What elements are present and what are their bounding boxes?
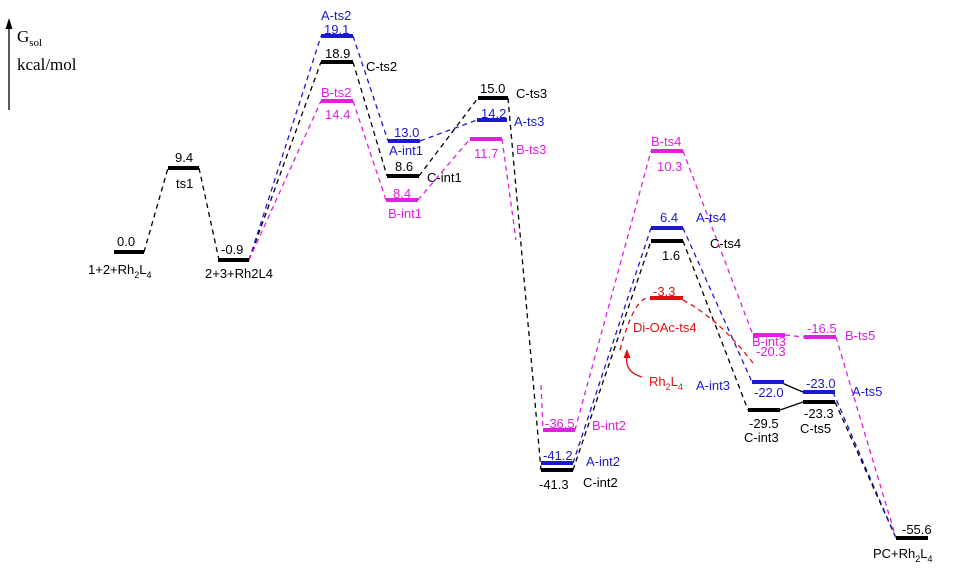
species-label-12: B-ts3: [516, 142, 546, 157]
level-value-3: -0.9: [221, 242, 243, 257]
level-value-20: -20.3: [756, 344, 786, 359]
level-value-15: -41.3: [539, 477, 569, 492]
species-label-25: A-ts5: [852, 384, 882, 399]
level-value-5: 18.9: [325, 46, 350, 61]
level-value-17: 6.4: [660, 210, 678, 225]
species-label-22: A-int3: [696, 378, 730, 393]
blue-connectors: [248, 35, 897, 539]
level-value-19: -3.3: [653, 284, 675, 299]
energy-levels: [114, 34, 928, 540]
species-label-9: B-int1: [388, 206, 422, 221]
species-label-11: A-ts3: [514, 114, 544, 129]
species-label-17: A-ts4: [696, 210, 726, 225]
species-labels: 1+2+Rh2L4 ts1 2+3+Rh2L4 A-ts2 C-ts2 B-ts…: [88, 8, 933, 564]
level-value-6: 14.4: [325, 107, 350, 122]
y-axis: [5, 18, 13, 110]
level-value-11: 14.2: [481, 106, 506, 121]
species-label-26: C-ts5: [800, 421, 831, 436]
species-label-8: C-int1: [427, 170, 462, 185]
y-axis-arrowhead: [5, 18, 13, 29]
species-label-16: B-ts4: [651, 134, 681, 149]
species-label-18: C-ts4: [710, 236, 741, 251]
level-value-4: 19.1: [324, 22, 349, 37]
level-value-8: 8.6: [395, 159, 413, 174]
species-label-6: B-ts2: [321, 85, 351, 100]
level-value-14: -41.2: [543, 448, 573, 463]
species-label-23: C-int3: [744, 430, 779, 445]
level-value-21: -22.0: [754, 385, 784, 400]
species-label-10: C-ts3: [516, 86, 547, 101]
level-value-26: -55.6: [902, 522, 932, 537]
species-label-24: B-ts5: [845, 328, 875, 343]
level-value-9: 8.4: [393, 186, 411, 201]
species-label-2: ts1: [176, 176, 193, 191]
level-value-2: 9.4: [175, 150, 193, 165]
black-connectors: [143, 61, 897, 539]
level-value-24: -23.0: [806, 376, 836, 391]
level-value-13: -36.5: [545, 416, 575, 431]
species-label-3: 2+3+Rh2L4: [205, 266, 273, 281]
connectors: [143, 35, 897, 539]
species-label-27: PC+Rh2L4: [873, 546, 933, 564]
y-axis-unit: kcal/mol: [17, 55, 77, 74]
species-label-14: A-int2: [586, 454, 620, 469]
level-value-18: 1.6: [662, 248, 680, 263]
rh2l4-arrowhead: [623, 349, 631, 358]
level-value-10: 15.0: [480, 81, 505, 96]
level-value-25: -23.3: [804, 406, 834, 421]
species-label-15: C-int2: [583, 475, 618, 490]
energy-values: 0.0 9.4 -0.9 19.1 18.9 14.4 13.0 8.6 8.4…: [117, 22, 932, 537]
level-value-12: 11.7: [474, 146, 498, 161]
level-value-1: 0.0: [117, 234, 135, 249]
level-value-22: -29.5: [749, 416, 779, 431]
level-value-23: -16.5: [807, 321, 837, 336]
species-label-13: B-int2: [592, 418, 626, 433]
species-label-21: B-int3: [752, 334, 786, 349]
species-label-1: 1+2+Rh2L4: [88, 262, 152, 280]
y-axis-title: Gsol: [17, 27, 42, 49]
species-label-4: A-ts2: [321, 8, 351, 23]
level-value-7: 13.0: [394, 125, 419, 140]
species-label-20: Rh2L4: [649, 374, 683, 392]
red-connectors: [619, 297, 754, 364]
species-label-5: C-ts2: [366, 59, 397, 74]
species-label-19: Di-OAc-ts4: [633, 320, 697, 335]
species-label-7: A-int1: [389, 143, 423, 158]
level-value-16: 10.3: [657, 159, 682, 174]
magenta-connectors: [248, 100, 897, 539]
